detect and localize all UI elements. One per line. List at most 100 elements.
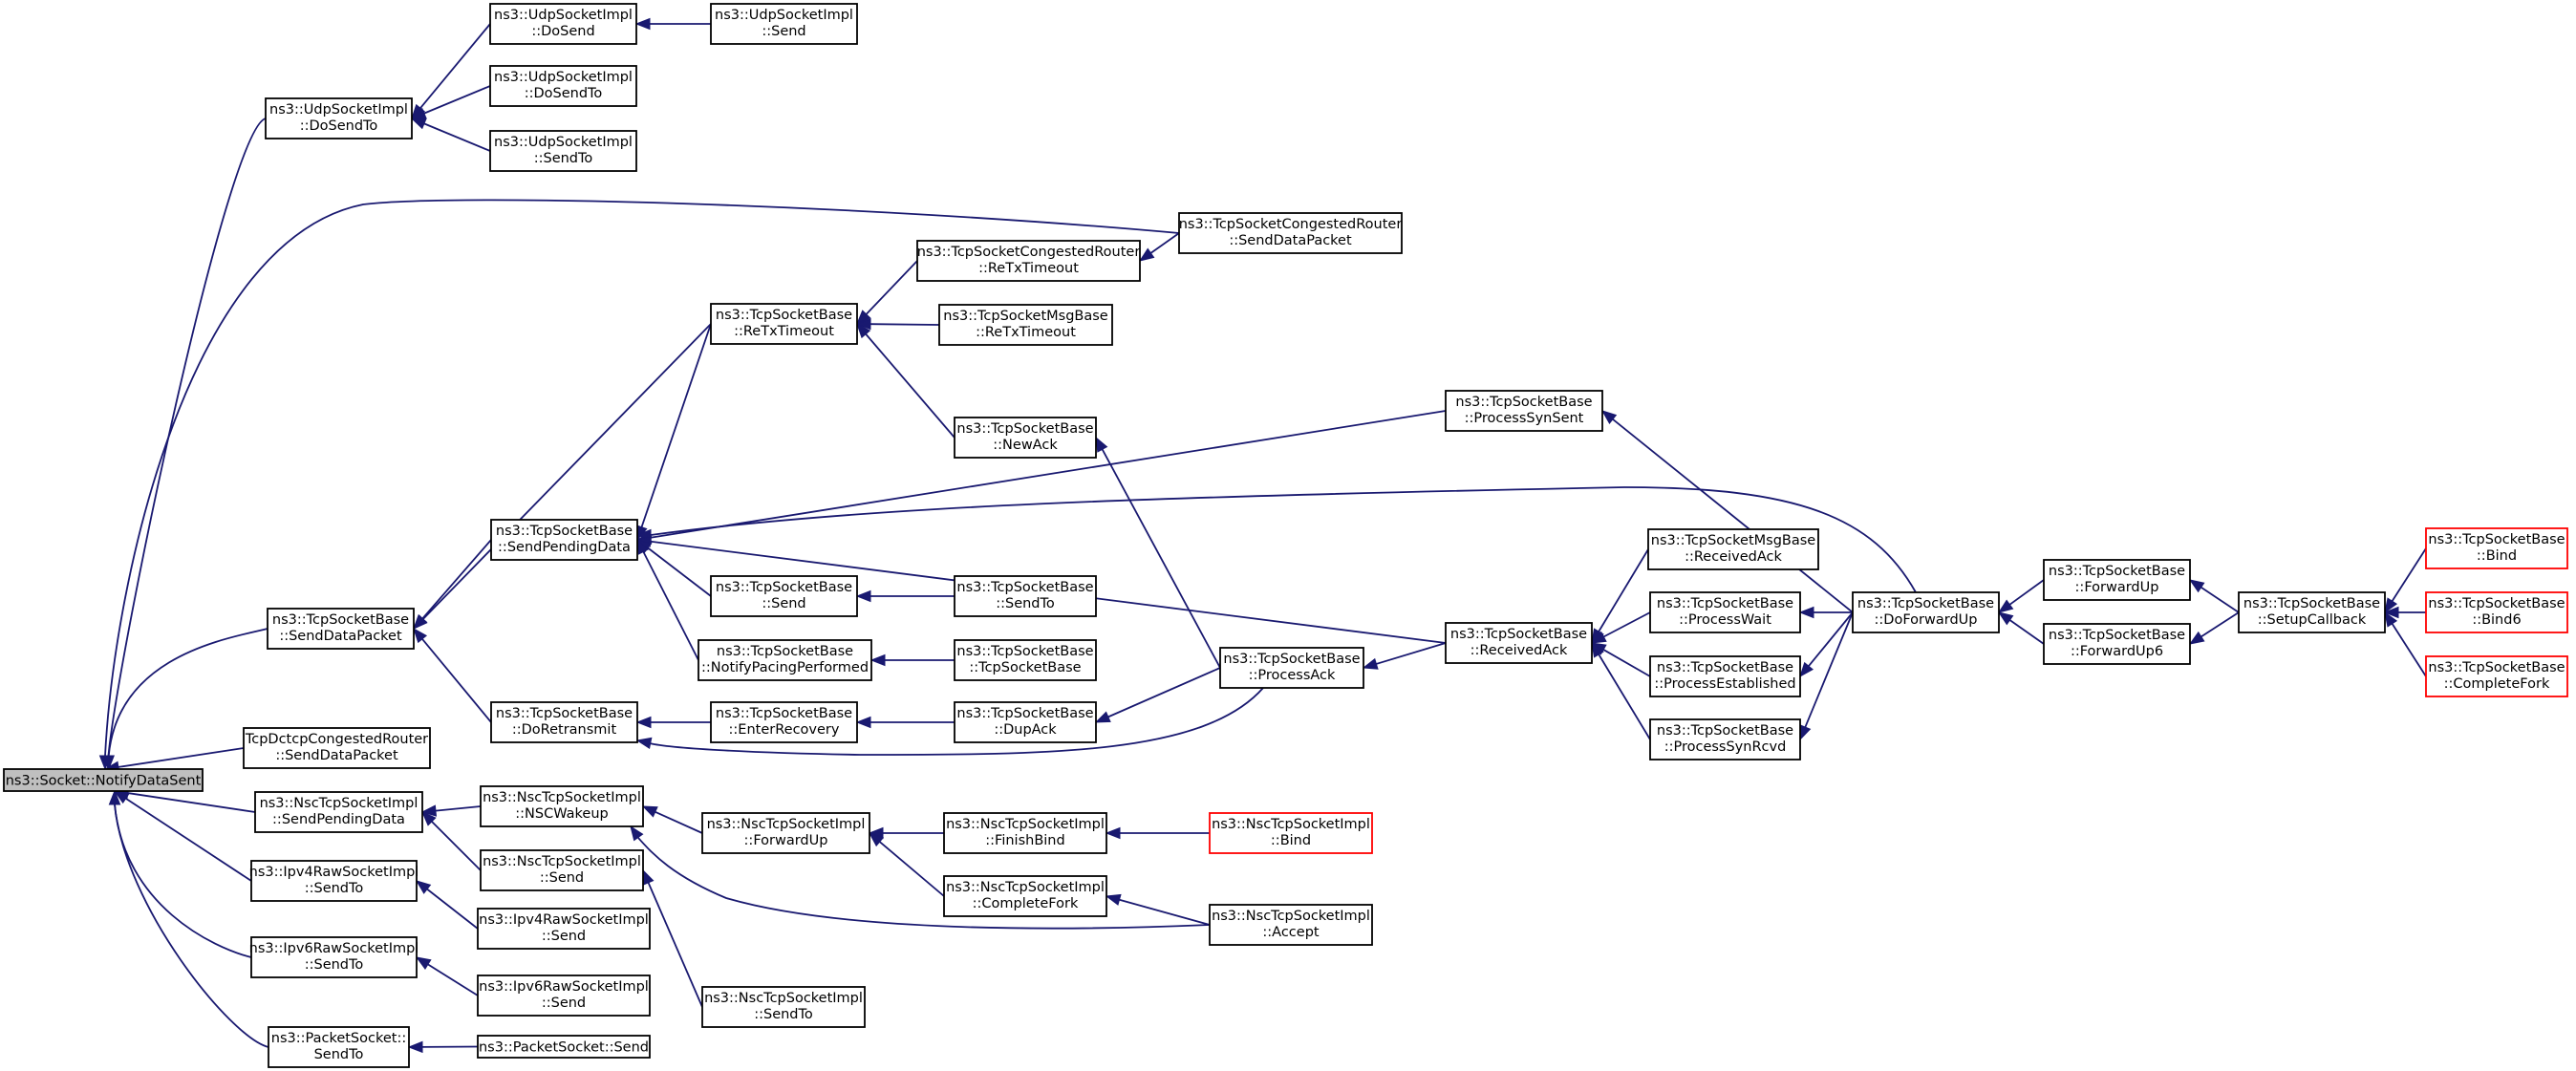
node-tbSDP[interactable]: ns3::TcpSocketBase::SendDataPacket xyxy=(267,608,415,650)
arrowhead xyxy=(642,868,655,886)
node-tbDA[interactable]: ns3::TcpSocketBase::DupAck xyxy=(954,701,1097,743)
node-box xyxy=(2043,623,2191,665)
node-root[interactable]: ns3::Socket::NotifyDataSent xyxy=(3,768,204,792)
node-tbFU[interactable]: ns3::TcpSocketBase::ForwardUp xyxy=(2043,559,2191,601)
node-tbFU6[interactable]: ns3::TcpSocketBase::ForwardUp6 xyxy=(2043,623,2191,665)
node-box xyxy=(490,519,638,561)
node-tbPW[interactable]: ns3::TcpSocketBase::ProcessWait xyxy=(1649,591,1801,633)
node-pkS[interactable]: ns3::PacketSocket::Send xyxy=(477,1035,651,1059)
node-label: ::FinishBind xyxy=(985,833,1064,848)
edge-nscAcc-nscW xyxy=(637,837,1211,930)
node-nscBind[interactable]: ns3::NscTcpSocketImpl::Bind xyxy=(1209,812,1373,854)
node-dcSDP[interactable]: TcpDctcpCongestedRouter::SendDataPacket xyxy=(243,727,431,769)
node-label: ::Send xyxy=(762,24,805,39)
node-tbRTX[interactable]: ns3::TcpSocketBase::ReTxTimeout xyxy=(710,303,858,345)
edge-cgSDP-root xyxy=(104,199,1180,757)
edge-tbRA-tbPA xyxy=(1376,642,1447,665)
edge-nscSend-nscSPD xyxy=(431,821,482,871)
node-label: ::NewAck xyxy=(993,438,1058,453)
arrowhead xyxy=(1105,893,1122,906)
node-tbSPD[interactable]: ns3::TcpSocketBase::SendPendingData xyxy=(490,519,638,561)
node-tbNPP[interactable]: ns3::TcpSocketBase::NotifyPacingPerforme… xyxy=(698,639,872,681)
node-label: ns3::TcpSocketBase xyxy=(272,612,409,628)
node-label: ns3::TcpSocketBase xyxy=(1657,723,1793,739)
node-label: ::ProcessEstablished xyxy=(1654,676,1795,692)
node-label: ns3::NscTcpSocketImpl xyxy=(260,796,419,811)
node-box xyxy=(265,97,413,139)
node-box xyxy=(916,240,1141,282)
node-label: ns3::NscTcpSocketImpl xyxy=(707,817,866,832)
node-ip6ST[interactable]: ns3::Ipv6RawSocketImpl::SendTo xyxy=(249,936,419,978)
node-ip4ST[interactable]: ns3::Ipv4RawSocketImpl::SendTo xyxy=(249,860,419,902)
node-tbDFU[interactable]: ns3::TcpSocketBase::DoForwardUp xyxy=(1852,591,2000,633)
node-box xyxy=(1445,622,1593,664)
node-nscAcc[interactable]: ns3::NscTcpSocketImpl::Accept xyxy=(1209,904,1373,946)
node-tbTSB[interactable]: ns3::TcpSocketBase::TcpSocketBase xyxy=(954,639,1097,681)
node-tbBind6[interactable]: ns3::TcpSocketBase::Bind6 xyxy=(2425,591,2568,633)
node-label: ns3::UdpSocketImpl xyxy=(269,102,408,118)
node-box xyxy=(480,785,644,827)
node-box xyxy=(1445,390,1603,432)
node-tbER[interactable]: ns3::TcpSocketBase::EnterRecovery xyxy=(710,701,858,743)
node-tbSendTo[interactable]: ns3::TcpSocketBase::SendTo xyxy=(954,575,1097,617)
node-pkST[interactable]: ns3::PacketSocket::SendTo xyxy=(268,1026,410,1068)
edge-ip6ST-root xyxy=(114,803,252,958)
node-box xyxy=(477,975,651,1017)
edge-udpDST-udpDS2 xyxy=(423,85,491,115)
node-label: ::ForwardUp xyxy=(2075,580,2159,595)
node-label: ::SendDataPacket xyxy=(279,629,402,644)
edge-ip4ST-root xyxy=(125,797,252,882)
node-nscW[interactable]: ns3::NscTcpSocketImpl::NSCWakeup xyxy=(480,785,644,827)
node-tbPSR[interactable]: ns3::TcpSocketBase::ProcessSynRcvd xyxy=(1649,718,1801,760)
node-udpS[interactable]: ns3::UdpSocketImpl::Send xyxy=(710,3,858,45)
node-label: ::Send xyxy=(540,870,584,886)
node-label: ::DoSendTo xyxy=(300,118,378,134)
node-tbDR[interactable]: ns3::TcpSocketBase::DoRetransmit xyxy=(490,701,638,743)
node-label: ns3::NscTcpSocketImpl xyxy=(483,854,641,869)
node-ip6S[interactable]: ns3::Ipv6RawSocketImpl::Send xyxy=(477,975,651,1017)
edge-tbNA-tbRTX xyxy=(865,333,955,439)
node-udpDS2[interactable]: ns3::UdpSocketImpl::DoSendTo xyxy=(265,97,413,139)
node-label: ::SetupCallback xyxy=(2258,612,2367,628)
node-msgRA[interactable]: ns3::TcpSocketMsgBase::ReceivedAck xyxy=(1647,528,1819,570)
node-tbSSS[interactable]: ns3::TcpSocketBase::ProcessSynSent xyxy=(1445,390,1603,432)
node-tbNA[interactable]: ns3::TcpSocketBase::NewAck xyxy=(954,417,1097,459)
arrowhead xyxy=(1138,247,1155,262)
edge-tbPA-tbNA xyxy=(1101,448,1221,669)
node-label: ::DoSendTo xyxy=(525,86,603,101)
node-udpST[interactable]: ns3::UdpSocketImpl::SendTo xyxy=(489,130,637,172)
node-tbPE[interactable]: ns3::TcpSocketBase::ProcessEstablished xyxy=(1649,655,1801,697)
edge-tbRTX-tbSPD xyxy=(640,323,712,528)
node-nscFU[interactable]: ns3::NscTcpSocketImpl::ForwardUp xyxy=(701,812,870,854)
node-label: ::SendTo xyxy=(754,1007,813,1022)
node-box xyxy=(267,608,415,650)
node-tbSend[interactable]: ns3::TcpSocketBase::Send xyxy=(710,575,858,617)
edge-tbFU6-tbDFU xyxy=(2008,619,2045,645)
node-label: ns3::TcpSocketBase xyxy=(2428,596,2565,611)
node-tbCF[interactable]: ns3::TcpSocketBase::CompleteFork xyxy=(2425,655,2568,697)
node-label: ::SendDataPacket xyxy=(275,748,398,763)
node-label: ns3::TcpSocketBase xyxy=(2428,532,2565,547)
node-tbSC[interactable]: ns3::TcpSocketBase::SetupCallback xyxy=(2238,591,2386,633)
node-tbPA[interactable]: ns3::TcpSocketBase::ProcessAck xyxy=(1219,647,1364,689)
node-udpDST[interactable]: ns3::UdpSocketImpl::DoSendTo xyxy=(489,65,637,107)
node-nscST[interactable]: ns3::NscTcpSocketImpl::SendTo xyxy=(701,986,866,1028)
node-nscSPD[interactable]: ns3::NscTcpSocketImpl::SendPendingData xyxy=(254,791,423,833)
arrowhead xyxy=(1105,826,1121,840)
node-label: ns3::TcpSocketBase xyxy=(1223,652,1360,667)
node-cgRTX[interactable]: ns3::TcpSocketCongestedRouter::ReTxTimeo… xyxy=(916,240,1141,282)
node-tbRA[interactable]: ns3::TcpSocketBase::ReceivedAck xyxy=(1445,622,1593,664)
node-label: ns3::TcpSocketBase xyxy=(2049,564,2185,579)
node-nscSend[interactable]: ns3::NscTcpSocketImpl::Send xyxy=(480,849,644,891)
node-udpDS[interactable]: ns3::UdpSocketImpl::DoSend xyxy=(489,3,637,45)
node-label: ns3::TcpSocketBase xyxy=(716,706,852,721)
node-nscFB[interactable]: ns3::NscTcpSocketImpl::FinishBind xyxy=(943,812,1107,854)
node-tbBind[interactable]: ns3::TcpSocketBase::Bind xyxy=(2425,527,2568,569)
node-cgSDP[interactable]: ns3::TcpSocketCongestedRouter::SendDataP… xyxy=(1178,212,1403,254)
node-label: ::NSCWakeup xyxy=(515,806,608,822)
node-nscCF[interactable]: ns3::NscTcpSocketImpl::CompleteFork xyxy=(943,875,1107,917)
node-ip4S[interactable]: ns3::Ipv4RawSocketImpl::Send xyxy=(477,908,651,950)
node-msgRTX[interactable]: ns3::TcpSocketMsgBase::ReTxTimeout xyxy=(938,304,1113,346)
edge-nscST-nscSend xyxy=(647,882,703,1008)
node-label: ::Send xyxy=(542,929,586,944)
